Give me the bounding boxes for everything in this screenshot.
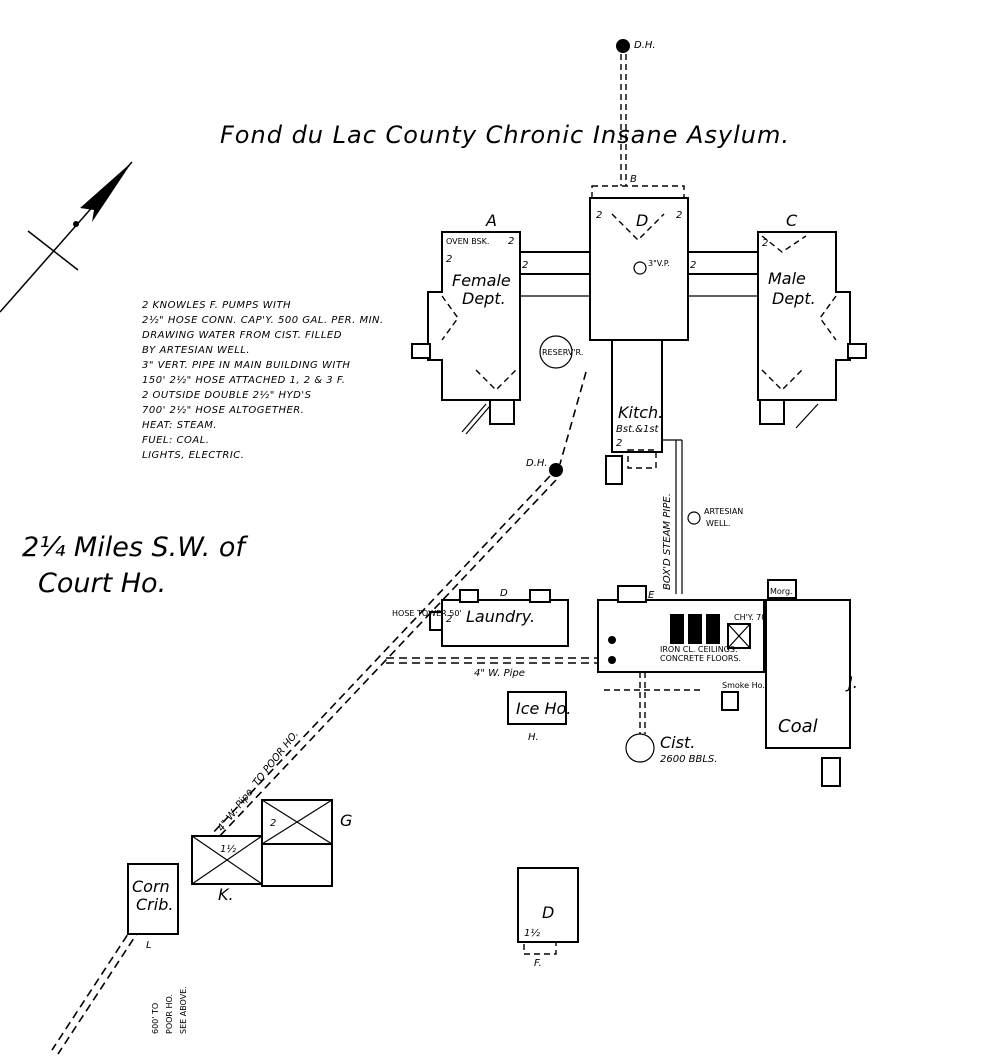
fire-protection-notes: 2 KNOWLES F. PUMPS WITH 2½" HOSE CONN. C… — [142, 300, 384, 461]
label-j: J. — [845, 673, 858, 692]
chimney-label: CH'Y. 70' — [734, 613, 769, 622]
ice-house-building: Ice Ho. H. — [507, 691, 571, 743]
steam-pipe: BOX'D STEAM PIPE. — [662, 439, 683, 594]
map-title: Fond du Lac County Chronic Insane Asylum… — [220, 121, 790, 149]
reservoir: RESERV'R. — [539, 335, 583, 369]
svg-text:2: 2 — [270, 818, 276, 829]
water-pipe-label: 4" W. Pipe — [474, 668, 525, 679]
concrete-floor-label: CONCRETE FLOORS. — [660, 654, 741, 663]
note-line: 2½" HOSE CONN. CAP'Y. 500 GAL. PER. MIN. — [142, 314, 384, 326]
male-label-2: Dept. — [772, 289, 816, 308]
svg-text:2: 2 — [508, 236, 514, 247]
male-dept-building: C 2 Male Dept. — [757, 211, 867, 429]
female-label-2: Dept. — [462, 289, 506, 308]
svg-text:2: 2 — [446, 254, 452, 265]
cistern-label-1: Cist. — [660, 733, 695, 752]
iron-ceiling-label: IRON CL. CEILINGS. — [660, 645, 738, 654]
label-l: L — [146, 940, 152, 951]
svg-text:2: 2 — [762, 238, 768, 249]
barn-g-building: 2 G — [261, 799, 352, 887]
svg-text:1½: 1½ — [524, 927, 540, 939]
svg-text:1½: 1½ — [220, 843, 236, 855]
story-count: 2 — [676, 210, 682, 221]
artesian-label-2: WELL. — [706, 519, 730, 528]
hydrant-marker-icon — [549, 463, 563, 477]
dh-top: D.H. — [616, 39, 656, 186]
laundry-label: Laundry. — [466, 607, 535, 626]
note-line: 700' 2½" HOSE ALTOGETHER. — [142, 404, 304, 416]
note-line: 150' 2½" HOSE ATTACHED 1, 2 & 3 F. — [142, 374, 345, 386]
label-f: F. — [534, 958, 542, 969]
morgue-building: Morg. — [767, 579, 797, 599]
svg-text:2: 2 — [522, 260, 528, 271]
pipe-to-poor-house: D.H. 4" W. Pipe. TO POOR HO. — [51, 371, 587, 1055]
note-line: DRAWING WATER FROM CIST. FILLED — [142, 330, 342, 341]
svg-text:2: 2 — [616, 438, 622, 449]
poor-house-note-2: POOR HO. — [165, 994, 174, 1034]
ice-house-label: Ice Ho. — [516, 699, 571, 718]
cistern-label-2: 2600 BBLS. — [660, 754, 717, 765]
note-line: 3" VERT. PIPE IN MAIN BUILDING WITH — [142, 360, 350, 371]
main-building: B D 2 2 3"V.P. 2 2 — [517, 174, 759, 341]
artesian-well: ARTESIAN WELL. — [687, 507, 743, 528]
svg-text:2: 2 — [690, 260, 696, 271]
kitchen-building: Kitch. Bst.&1st 2 — [605, 339, 663, 485]
note-line: LIGHTS, ELECTRIC. — [142, 450, 244, 461]
poor-house-note-3: SEE ABOVE. — [179, 986, 188, 1034]
coal-label: Coal — [778, 716, 818, 737]
poor-house-note: 600' TO POOR HO. SEE ABOVE. — [151, 986, 188, 1034]
laundry-d-label: D — [500, 588, 508, 599]
female-dept-building: A OVEN BSK. 2 2 Female Dept. — [411, 211, 521, 435]
note-line: 2 OUTSIDE DOUBLE 2½" HYD'S — [142, 389, 312, 401]
male-label-1: Male — [768, 269, 806, 288]
female-label-1: Female — [452, 271, 511, 290]
dh-label-2: D.H. — [526, 458, 548, 469]
location-line-2: Court Ho. — [38, 568, 166, 599]
smoke-house-building: Smoke Ho. — [721, 681, 765, 711]
corn-crib-label-1: Corn — [132, 877, 170, 896]
kitchen-label-1: Kitch. — [618, 403, 663, 422]
hose-tower-label: HOSE TOWER 50' — [392, 609, 462, 618]
label-d-bottom: D — [542, 903, 554, 922]
cistern: Cist. 2600 BBLS. — [625, 672, 717, 765]
note-line: HEAT: STEAM. — [142, 420, 217, 431]
location-line-1: 2¼ Miles S.W. of — [22, 532, 248, 563]
barn-k-building: 1½ K. — [191, 835, 263, 904]
label-g: G — [340, 811, 352, 830]
label-e: E — [648, 590, 655, 601]
smoke-house-label: Smoke Ho. — [722, 681, 765, 690]
reservoir-label: RESERV'R. — [542, 348, 583, 357]
artesian-label-1: ARTESIAN — [704, 507, 743, 516]
morgue-label: Morg. — [770, 587, 793, 596]
story-count: 2 — [596, 210, 602, 221]
note-line: FUEL: COAL. — [142, 435, 209, 446]
oven-label: OVEN BSK. — [446, 237, 489, 246]
north-arrow-icon — [0, 161, 133, 313]
label-a: A — [485, 211, 497, 230]
corn-crib-label-2: Crib. — [136, 895, 173, 914]
boiler-house-building: E CH'Y. 70' IRON CL. CEILINGS. CONCRETE … — [597, 585, 769, 691]
label-h: H. — [528, 732, 539, 743]
coal-shed-building: Coal J. — [765, 599, 858, 787]
poor-house-note-1: 600' TO — [151, 1003, 160, 1034]
svg-text:2: 2 — [446, 614, 452, 625]
kitchen-label-2: Bst.&1st — [616, 424, 660, 435]
note-line: 2 KNOWLES F. PUMPS WITH — [142, 300, 291, 311]
note-line: BY ARTESIAN WELL. — [142, 345, 250, 356]
label-c: C — [786, 211, 798, 230]
water-pipe: 4" W. Pipe — [386, 657, 598, 679]
label-b: B — [630, 174, 637, 185]
label-d-main: D — [636, 211, 648, 230]
building-d-bottom: D 1½ F. — [517, 867, 579, 969]
dh-label: D.H. — [634, 40, 656, 51]
corn-crib-building: Corn Crib. L — [127, 863, 179, 951]
laundry-building: D Laundry. 2 HOSE TOWER 50' — [392, 588, 569, 647]
label-k: K. — [218, 885, 234, 904]
svg-text:3"V.P.: 3"V.P. — [648, 259, 670, 268]
hydrant-marker-icon — [616, 39, 630, 53]
steam-pipe-label: BOX'D STEAM PIPE. — [662, 493, 673, 590]
